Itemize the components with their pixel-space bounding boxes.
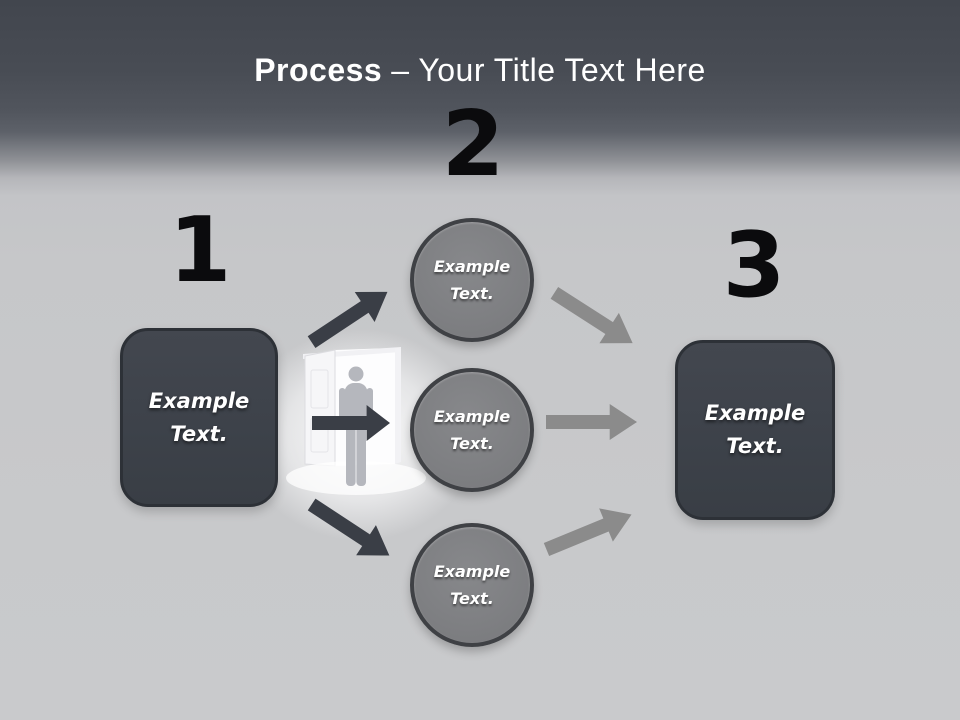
circle-label: Example Text. [433,256,511,303]
box-label: Example Text. [148,388,250,446]
circle-label: Example Text. [433,406,511,453]
open-door-photo [286,347,426,495]
process-circle-middle: Example Text. [410,368,534,492]
arrow-step1-to-bottom-circle-icon [307,498,390,556]
arrow-step1-to-middle-circle-icon [312,405,390,441]
arrow-middle-circle-to-step3-icon [546,404,637,440]
block-arrow-shape [543,508,632,557]
process-circle-top: Example Text. [410,218,534,342]
block-arrow-shape [307,291,388,348]
block-arrow-shape [312,405,390,441]
person-silhouette-icon [339,366,373,486]
box-label: Example Text. [704,401,806,458]
process-box-step1: Example Text. [120,328,278,507]
circle-label: Example Text. [433,561,511,608]
step-number-3: 3 [722,213,786,318]
block-arrow-shape [550,286,633,344]
slide-title: Process– Your Title Text Here [0,52,960,89]
title-subtitle: – Your Title Text Here [391,52,706,88]
arrow-top-circle-to-step3-icon [550,286,633,344]
block-arrow-shape [307,498,390,556]
arrow-step1-to-top-circle-icon [307,291,388,348]
title-keyword: Process [254,52,383,88]
step-number-1: 1 [168,198,232,303]
process-box-step3: Example Text. [675,340,835,520]
process-circle-bottom: Example Text. [410,523,534,647]
block-arrow-shape [546,404,637,440]
door-jamb [395,348,401,464]
floor-light [286,461,426,495]
arrow-bottom-circle-to-step3-icon [543,508,632,557]
step-number-2: 2 [441,92,505,197]
